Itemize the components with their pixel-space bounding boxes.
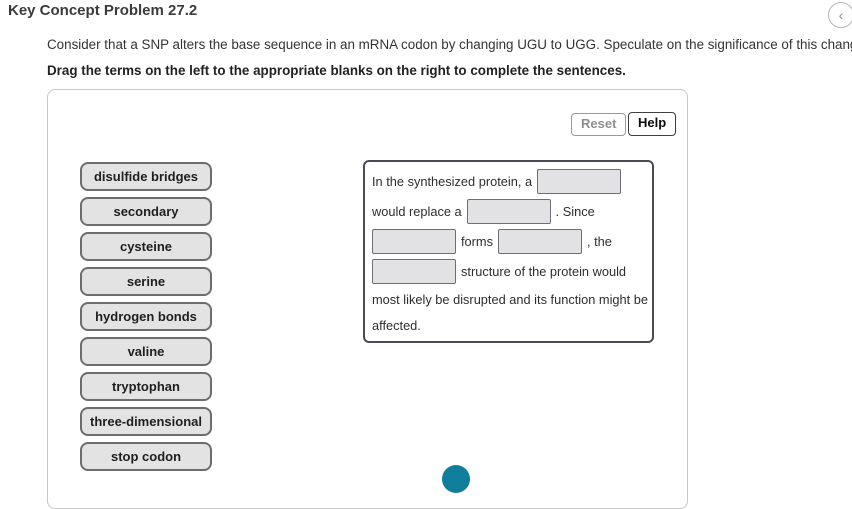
term-label: valine: [127, 344, 165, 359]
term-chip[interactable]: three-dimensional: [80, 407, 212, 436]
sentence-box: In the synthesized protein, a would repl…: [363, 160, 654, 343]
question-text: Consider that a SNP alters the base sequ…: [47, 37, 852, 52]
term-chip[interactable]: hydrogen bonds: [80, 302, 212, 331]
term-label: stop codon: [110, 449, 182, 464]
page-title: Key Concept Problem 27.2: [8, 2, 198, 19]
chevron-left-icon: ‹: [838, 7, 844, 23]
sentence-row: would replace a . Since: [372, 196, 648, 226]
term-label: tryptophan: [112, 379, 180, 394]
blank-1[interactable]: [537, 168, 622, 194]
sentence-text: affected.: [372, 317, 421, 333]
sentence-text: forms: [461, 233, 493, 249]
term-bank: disulfide bridges secondary cysteine ser…: [80, 162, 212, 471]
term-label: hydrogen bonds: [95, 309, 197, 324]
term-chip[interactable]: serine: [80, 267, 212, 296]
sentence-text: would replace a: [372, 203, 462, 219]
blank-2[interactable]: [466, 198, 551, 224]
sentence-text: In the synthesized protein, a: [372, 173, 533, 189]
term-chip[interactable]: tryptophan: [80, 372, 212, 401]
sentence-text: most likely be disrupted and its functio…: [372, 291, 648, 307]
term-chip[interactable]: stop codon: [80, 442, 212, 471]
sentence-row: structure of the protein would: [372, 256, 648, 286]
sentence-text: , the: [587, 233, 612, 249]
sentence-row: In the synthesized protein, a: [372, 166, 648, 196]
blank-5[interactable]: [372, 258, 456, 284]
term-label: secondary: [113, 204, 179, 219]
scroll-down-indicator[interactable]: [442, 465, 470, 493]
term-label: disulfide bridges: [93, 169, 198, 184]
term-label: cysteine: [119, 239, 173, 254]
term-label: serine: [126, 274, 166, 289]
sentence-text: . Since: [555, 203, 595, 219]
exercise-panel: Reset Help disulfide bridges secondary c…: [47, 89, 688, 509]
sentence-text: structure of the protein would: [461, 263, 627, 279]
help-button[interactable]: Help: [628, 112, 677, 136]
reset-button[interactable]: Reset: [571, 113, 627, 136]
term-label: three-dimensional: [90, 414, 202, 429]
blank-4[interactable]: [498, 228, 582, 254]
term-chip[interactable]: cysteine: [80, 232, 212, 261]
sentence-row: affected.: [372, 312, 648, 338]
sentence-row: most likely be disrupted and its functio…: [372, 286, 648, 312]
blank-3[interactable]: [372, 228, 456, 254]
term-chip[interactable]: valine: [80, 337, 212, 366]
term-chip[interactable]: disulfide bridges: [80, 162, 212, 191]
term-chip[interactable]: secondary: [80, 197, 212, 226]
sentence-row: forms , the: [372, 226, 648, 256]
collapse-panel-button[interactable]: ‹: [828, 2, 852, 28]
drag-instruction: Drag the terms on the left to the approp…: [47, 63, 626, 78]
